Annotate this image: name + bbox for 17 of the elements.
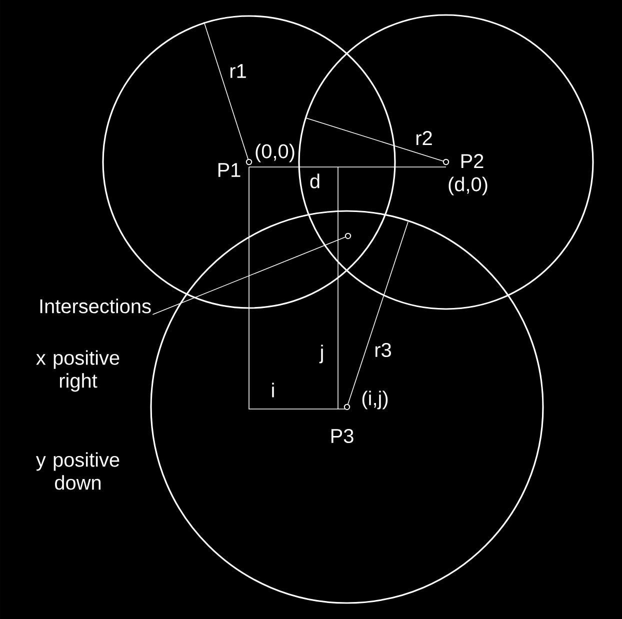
distance-label: i [272, 382, 274, 398]
point-label: P1 [218, 163, 240, 177]
radius-label: r1 [230, 64, 246, 78]
distance-label: j [319, 344, 323, 364]
axis-note: x positive right [36, 350, 120, 392]
coordinate-label: (d,0) [448, 176, 488, 196]
point-label: P3 [331, 428, 354, 444]
label-text: Intersections [40, 298, 151, 314]
radius-label: r3 [375, 342, 391, 358]
radius-label: r2 [416, 131, 432, 145]
axis-note: y positive down [36, 452, 120, 490]
coordinate-label: (i,j) [362, 390, 388, 410]
coordinate-label: (0,0) [256, 144, 294, 162]
leader-line [152, 236, 346, 315]
intersection-point [344, 232, 352, 240]
point-label: P2 [461, 154, 484, 168]
distance-label: d [310, 174, 320, 188]
